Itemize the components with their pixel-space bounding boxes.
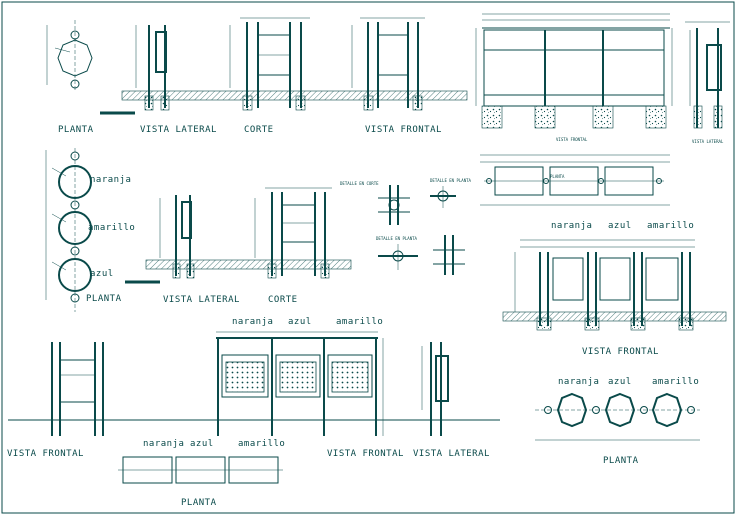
label-detalle-en-corte: DETALLE EN CORTE bbox=[340, 181, 379, 186]
detail-planta-1 bbox=[430, 186, 456, 208]
label-azul-planta-bottom: azul bbox=[190, 439, 214, 449]
label-azul-left: azul bbox=[90, 269, 114, 279]
label-planta-4: PLANTA bbox=[603, 456, 639, 466]
label-azul-bottom: azul bbox=[288, 317, 312, 327]
detail-corte bbox=[378, 185, 410, 225]
label-vista-lateral-2: VISTA LATERAL bbox=[163, 295, 240, 305]
vista-frontal-single-bottom bbox=[51, 342, 104, 436]
label-amarillo-left: amarillo bbox=[88, 223, 135, 233]
label-naranja-bottom: naranja bbox=[232, 317, 273, 327]
label-corte-2: CORTE bbox=[268, 295, 298, 305]
label-amarillo-bottom: amarillo bbox=[336, 317, 383, 327]
label-vista-lateral-3: VISTA LATERAL bbox=[413, 449, 490, 459]
label-vista-frontal-small: VISTA FRONTAL bbox=[556, 137, 588, 142]
label-planta-1: PLANTA bbox=[58, 125, 94, 135]
planta-stack-left bbox=[45, 148, 92, 312]
corte-top bbox=[229, 17, 310, 111]
label-amarillo-mid: amarillo bbox=[647, 221, 694, 231]
planta-triple-top-right bbox=[480, 154, 670, 206]
label-planta-small: PLANTA bbox=[550, 174, 565, 179]
label-vista-lateral-1: VISTA LATERAL bbox=[140, 125, 217, 135]
vista-frontal-triple-bottom bbox=[216, 331, 384, 436]
planta-octagons-right bbox=[535, 392, 700, 441]
label-planta-2: PLANTA bbox=[86, 294, 122, 304]
label-naranja-mid: naranja bbox=[551, 221, 592, 231]
planta-triple-bottom bbox=[118, 456, 283, 484]
ground-strip-middle bbox=[145, 259, 352, 270]
label-corte-1: CORTE bbox=[244, 125, 274, 135]
label-vista-frontal-3: VISTA FRONTAL bbox=[7, 449, 84, 459]
ground-strip-top bbox=[121, 90, 468, 101]
label-naranja-left: naranja bbox=[90, 175, 131, 185]
label-amarillo-right: amarillo bbox=[652, 377, 699, 387]
label-vista-frontal-2: VISTA FRONTAL bbox=[582, 347, 659, 357]
label-naranja-right: naranja bbox=[558, 377, 599, 387]
label-detalle-en-planta-1: DETALLE EN PLANTA bbox=[430, 178, 472, 183]
label-vista-frontal-4: VISTA FRONTAL bbox=[327, 449, 404, 459]
corte-middle bbox=[254, 187, 332, 279]
label-azul-right: azul bbox=[608, 377, 632, 387]
label-naranja-planta-bottom: naranja bbox=[143, 439, 184, 449]
footings-mid bbox=[536, 317, 694, 331]
detail-corte-2 bbox=[433, 235, 465, 275]
label-azul-mid: azul bbox=[608, 221, 632, 231]
detail-planta-2 bbox=[378, 244, 418, 270]
label-detalle-en-planta-2: DETALLE EN PLANTA bbox=[376, 236, 418, 241]
ground-strip-right bbox=[502, 311, 727, 322]
planta-single-top bbox=[46, 20, 93, 90]
label-planta-3: PLANTA bbox=[181, 498, 217, 508]
vista-frontal-top bbox=[351, 17, 425, 111]
vista-lateral-middle bbox=[159, 195, 195, 279]
label-vista-frontal-1: VISTA FRONTAL bbox=[365, 125, 442, 135]
vista-frontal-triple-top-right bbox=[475, 13, 673, 129]
vista-lateral-small-right bbox=[685, 21, 730, 129]
label-amarillo-planta-bottom: amarillo bbox=[238, 439, 285, 449]
label-vista-lateral-small: VISTA LATERAL bbox=[692, 139, 724, 144]
vista-lateral-top bbox=[135, 25, 170, 111]
vista-lateral-bottom bbox=[421, 342, 449, 436]
